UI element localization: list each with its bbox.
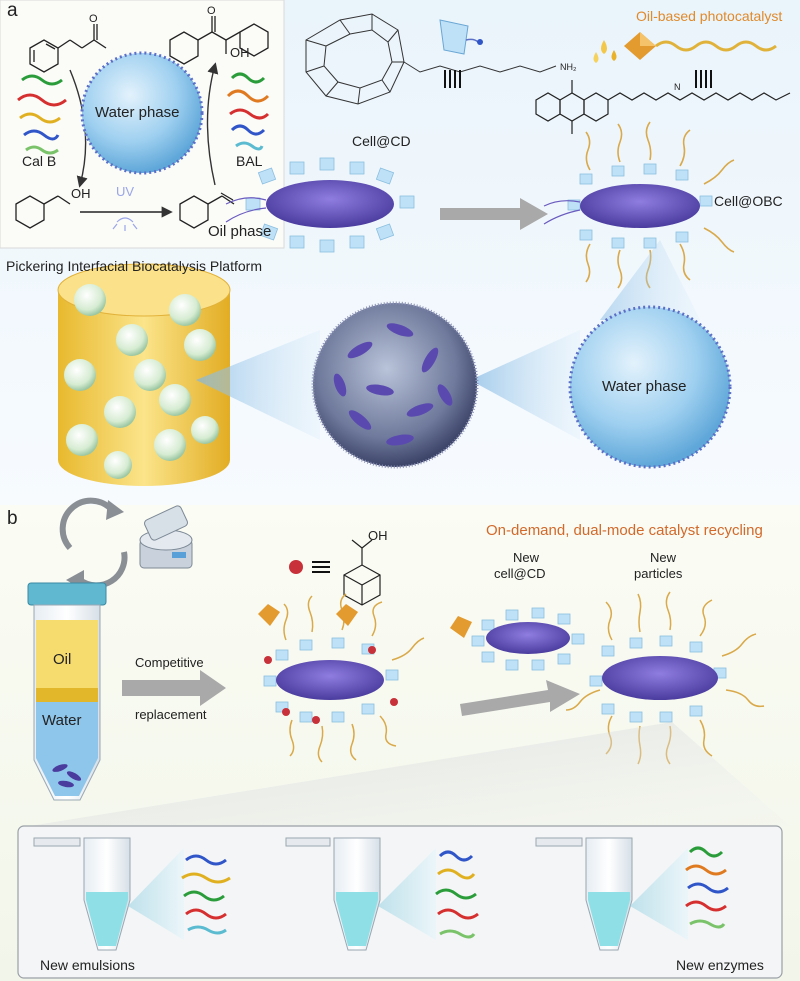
cd-ring-around-cell — [245, 157, 415, 253]
anthraquinone-structure — [535, 80, 791, 134]
new-enzymes-label: New enzymes — [676, 957, 764, 973]
photocatalyst-title: Oil-based photocatalyst — [636, 8, 783, 24]
large-water-droplet — [568, 305, 732, 469]
cell-obc-bacterium — [580, 184, 700, 228]
benzyl-acetate-structure — [29, 24, 107, 73]
new-particles-group — [565, 591, 765, 765]
benzyl-alcohol-structure — [15, 195, 71, 229]
cell-cd-bacterium — [266, 180, 394, 228]
recycling-title: On-demand, dual-mode catalyst recycling — [486, 522, 763, 539]
bal-enzyme-icon — [226, 72, 270, 151]
sphere-cells — [333, 323, 453, 446]
competitive-label-line1: Competitive — [135, 655, 204, 670]
tube-enzymes — [535, 837, 688, 951]
tube-middle — [285, 837, 436, 951]
platform-title: Pickering Interfacial Biocatalysis Platf… — [6, 258, 262, 274]
cell-cd-group — [225, 157, 415, 253]
cal-b-enzyme-icon — [17, 74, 67, 155]
equivalence-symbol-2 — [695, 70, 712, 88]
water-phase-large-label: Water phase — [602, 378, 687, 395]
reaction-arrow-right — [206, 62, 219, 186]
assembled-droplet-sphere — [311, 301, 479, 469]
bal-label: BAL — [236, 153, 263, 169]
cell-cd-label: Cell@CD — [352, 133, 411, 149]
cal-b-label: Cal B — [22, 153, 57, 169]
arrow-to-obc — [440, 198, 548, 230]
oil-label: Oil — [53, 651, 72, 668]
benzoin-structure — [169, 16, 269, 65]
zoom-beam-1 — [196, 330, 320, 440]
zoom-beam-bottom — [30, 722, 790, 826]
emulsion-droplets — [64, 284, 219, 479]
new-particles-label-line1: New — [650, 550, 677, 565]
new-particles-bacterium — [602, 656, 718, 700]
cyclodextrin-icon — [439, 19, 483, 55]
cell-obc-group — [543, 121, 735, 289]
new-particles-label-line2: particles — [634, 566, 683, 581]
falcon-tube — [27, 582, 107, 801]
oxygen-label: O — [207, 5, 216, 17]
new-cell-cd-bacterium — [486, 622, 570, 654]
new-cell-cd-label-line1: New — [513, 550, 540, 565]
equiv-bars — [312, 561, 330, 573]
cyclodextrin-structure — [305, 13, 557, 105]
oil-phase-label: Oil phase — [208, 223, 272, 240]
photocatalyst-icon — [624, 32, 777, 60]
competitive-arrow — [122, 670, 226, 706]
uv-label: UV — [116, 184, 135, 199]
cell-obc-label: Cell@OBC — [714, 193, 783, 209]
recycle-arrow-1 — [59, 497, 115, 551]
enzyme-new-icon — [685, 846, 729, 929]
oil-droplets-icon — [593, 40, 617, 63]
cell-replacement-group — [258, 593, 472, 763]
guest-molecule-icon — [289, 560, 303, 574]
tube-emulsions — [33, 837, 184, 951]
zoom-beam-2 — [470, 330, 580, 440]
competitive-label-line2: replacement — [135, 707, 207, 722]
panel-a-label: a — [7, 0, 18, 21]
new-emulsions-label: New emulsions — [40, 957, 135, 973]
equivalence-symbol — [444, 70, 461, 88]
panel-b-label: b — [7, 508, 18, 529]
new-cell-cd-group — [471, 607, 585, 671]
small-water-droplet — [80, 51, 204, 175]
uv-lamp-icon — [112, 217, 138, 231]
arrow-to-new-particles — [460, 680, 580, 716]
oh-label-acid: OH — [368, 528, 388, 543]
benzaldehyde-structure — [179, 192, 235, 229]
emulsion-cylinder — [57, 263, 231, 486]
water-phase-small-label: Water phase — [95, 104, 180, 121]
nh2-label: NH₂ — [560, 62, 577, 72]
enzyme-emulsions-icon — [181, 854, 231, 935]
oxygen-label-acetate: O — [89, 13, 98, 25]
zoom-beam-3 — [600, 240, 700, 320]
new-cell-cd-label-line2: cell@CD — [494, 566, 546, 581]
centrifuge-icon — [139, 505, 193, 569]
bacterium-replacement — [276, 660, 384, 700]
oh-label-left: OH — [71, 186, 91, 201]
enzyme-middle-icon — [435, 850, 479, 939]
water-label: Water — [42, 712, 82, 729]
oh-label-right: OH — [230, 45, 250, 60]
n-label: N — [674, 82, 681, 92]
